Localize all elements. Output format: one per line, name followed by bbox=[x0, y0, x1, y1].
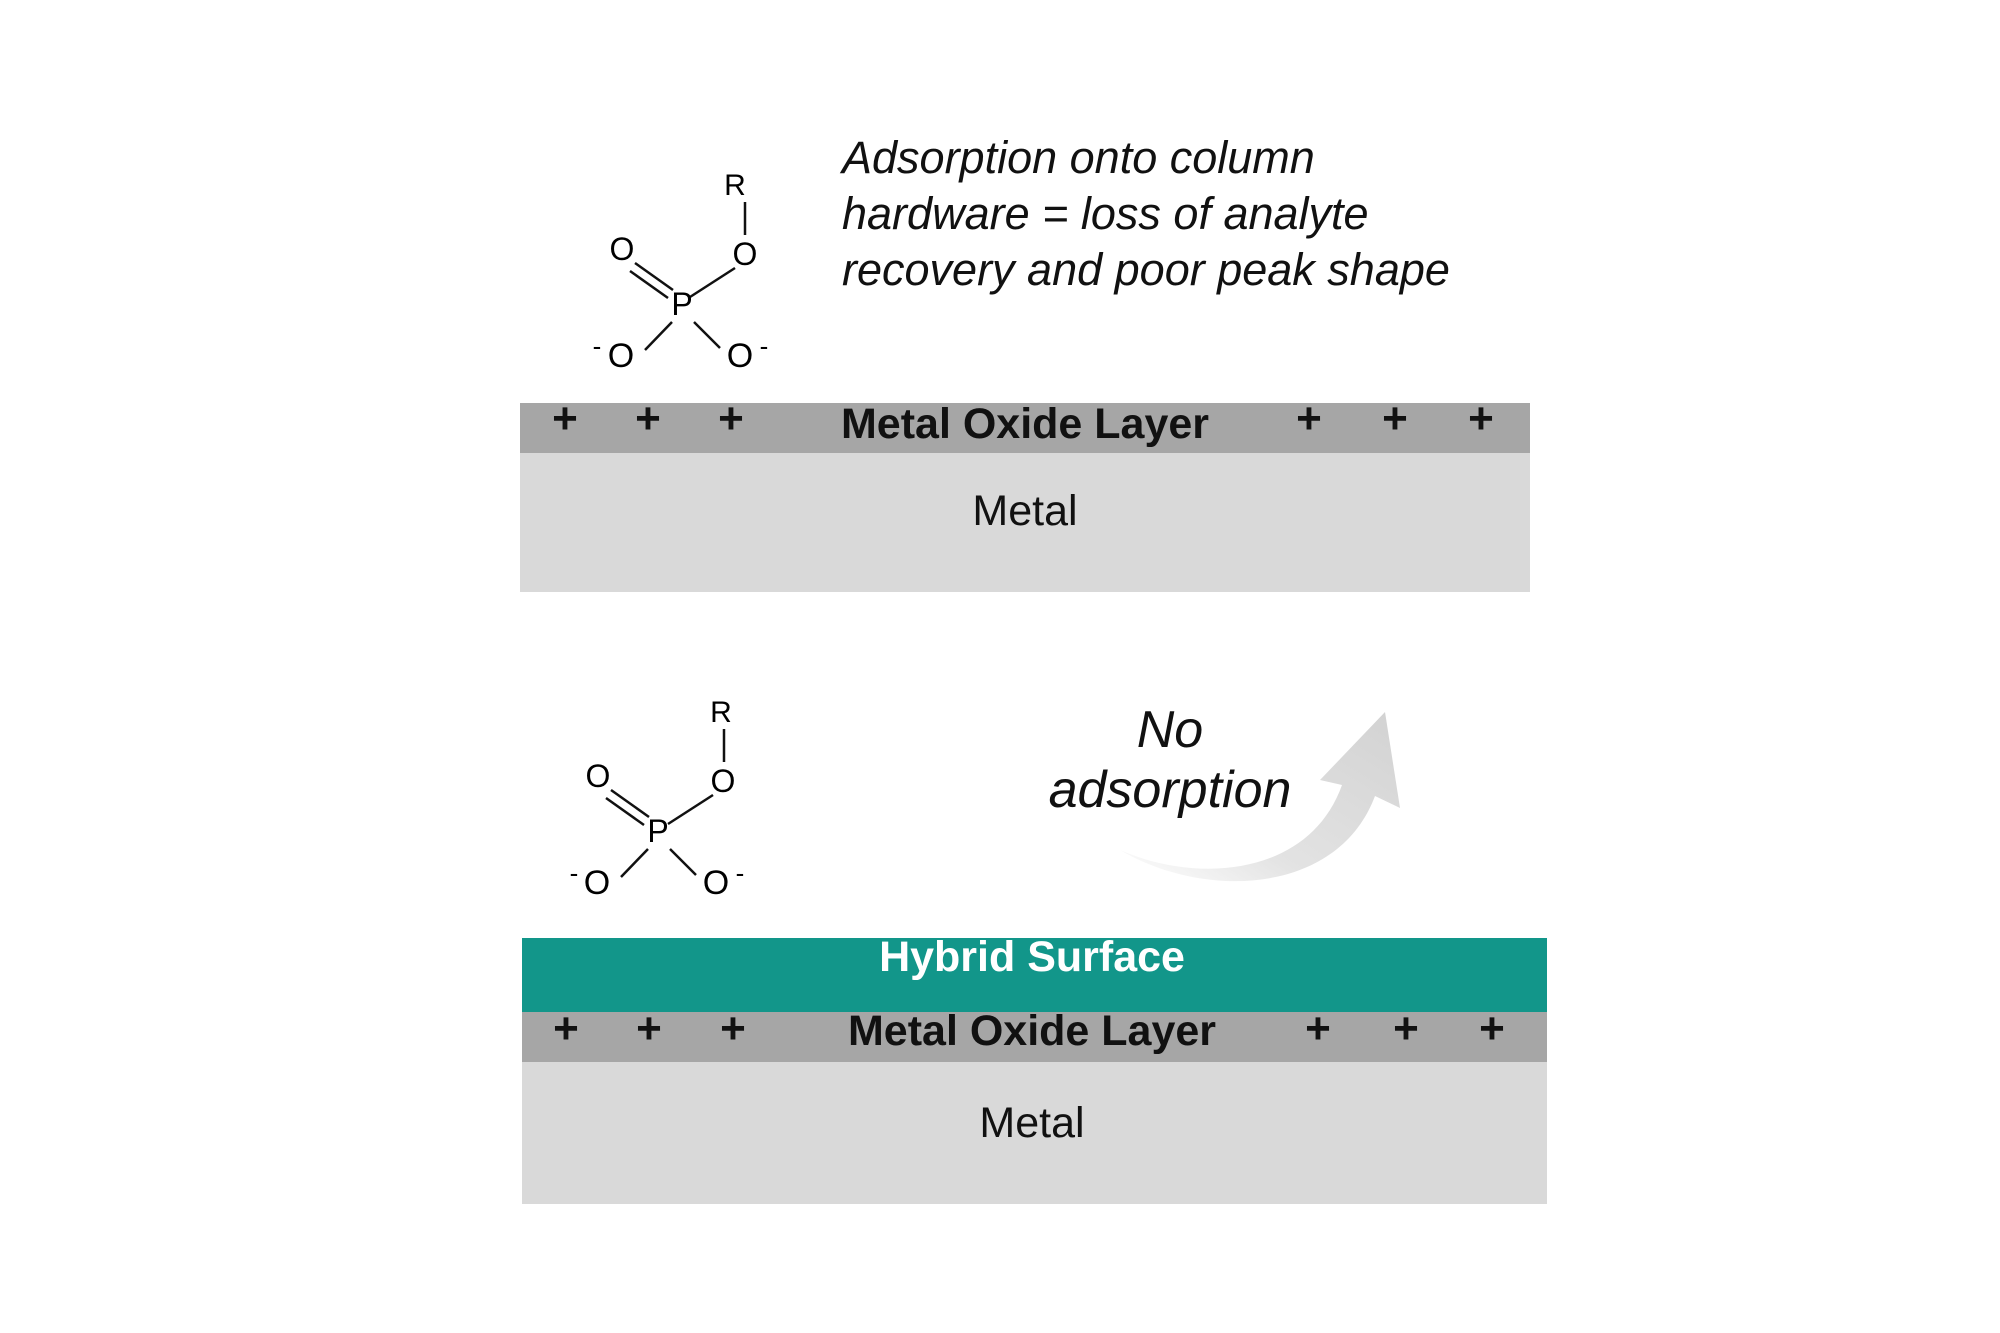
positive-charge: + bbox=[552, 394, 578, 443]
positive-charge: + bbox=[635, 394, 661, 443]
adsorption-caption: Adsorption onto column hardware = loss o… bbox=[842, 130, 1450, 298]
charge-label: - bbox=[736, 858, 745, 888]
phosphorus-label: P bbox=[671, 286, 692, 322]
metal-oxide-label: Metal Oxide Layer bbox=[847, 1007, 1217, 1055]
caption-line: Adsorption onto column bbox=[842, 132, 1315, 183]
metal-label: Metal bbox=[979, 1099, 1085, 1147]
hybrid-surface-label: Hybrid Surface bbox=[879, 933, 1185, 981]
curved-arrow-icon bbox=[1120, 712, 1400, 882]
positive-charge: + bbox=[1479, 1004, 1505, 1053]
phosphate-molecule-top: R O O P - O O - bbox=[593, 169, 769, 370]
charge-label: - bbox=[593, 331, 602, 361]
positive-charge: + bbox=[718, 394, 744, 443]
oxygen-label: O bbox=[711, 763, 736, 799]
metal-oxide-layer-top bbox=[520, 403, 1530, 453]
oxygen-label: O bbox=[586, 758, 611, 794]
caption-line: hardware = loss of analyte bbox=[842, 188, 1369, 239]
oxygen-label: O bbox=[610, 231, 635, 267]
oxygen-label: O bbox=[584, 864, 610, 897]
positive-charge: + bbox=[553, 1004, 579, 1053]
charge-label: - bbox=[760, 331, 769, 361]
no-adsorption-line: adsorption bbox=[1048, 761, 1292, 819]
positive-charge: + bbox=[1305, 1004, 1331, 1053]
oxygen-label: O bbox=[608, 337, 634, 370]
metal-label: Metal bbox=[972, 487, 1078, 535]
positive-charge: + bbox=[1468, 394, 1494, 443]
metal-layer-top bbox=[520, 453, 1530, 592]
charge-label: - bbox=[570, 858, 579, 888]
r-group-label: R bbox=[724, 169, 746, 202]
metal-oxide-layer-bottom bbox=[522, 1012, 1547, 1062]
metal-oxide-label: Metal Oxide Layer bbox=[840, 400, 1210, 448]
positive-charge: + bbox=[1296, 394, 1322, 443]
positive-charge: + bbox=[1393, 1004, 1419, 1053]
phosphate-molecule-bottom: R O O P - O O - bbox=[570, 696, 745, 897]
oxygen-label: O bbox=[727, 337, 753, 370]
metal-layer-bottom bbox=[522, 1062, 1547, 1204]
no-adsorption-line: No bbox=[1136, 701, 1204, 759]
caption-line: recovery and poor peak shape bbox=[842, 244, 1450, 295]
positive-charge: + bbox=[1382, 394, 1408, 443]
oxygen-label: O bbox=[733, 236, 758, 272]
hybrid-surface-layer bbox=[522, 938, 1547, 1016]
positive-charge: + bbox=[720, 1004, 746, 1053]
phosphorus-label: P bbox=[647, 813, 668, 849]
oxygen-label: O bbox=[703, 864, 729, 897]
r-group-label: R bbox=[710, 696, 732, 729]
positive-charge: + bbox=[636, 1004, 662, 1053]
no-adsorption-label: No adsorption bbox=[1030, 700, 1310, 820]
